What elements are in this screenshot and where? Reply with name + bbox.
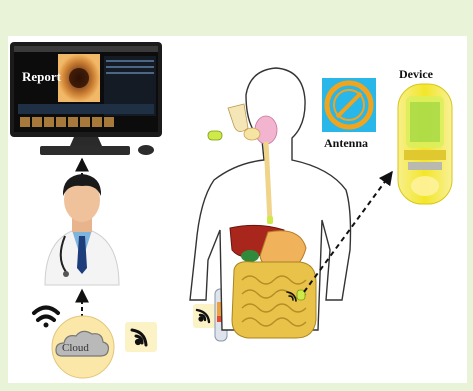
keyboard-icon: [40, 146, 130, 155]
antenna-label: Antenna: [324, 136, 368, 151]
capsule-device-icon: [398, 84, 452, 204]
cloud-label: Cloud: [62, 342, 89, 354]
capsule-in-esophagus: [267, 216, 273, 224]
antenna-icon: [322, 78, 376, 132]
capsule-near-mouth: [208, 131, 222, 140]
doctor-icon: [45, 174, 119, 285]
signal-icon: [193, 304, 217, 328]
report-label: Report: [22, 69, 61, 85]
wifi-icon: [34, 308, 58, 328]
mouse-icon: [138, 145, 154, 155]
gallbladder-icon: [241, 250, 259, 262]
signal-icon: [125, 322, 157, 352]
monitor-icon: [10, 42, 162, 146]
device-label: Device: [399, 67, 433, 82]
